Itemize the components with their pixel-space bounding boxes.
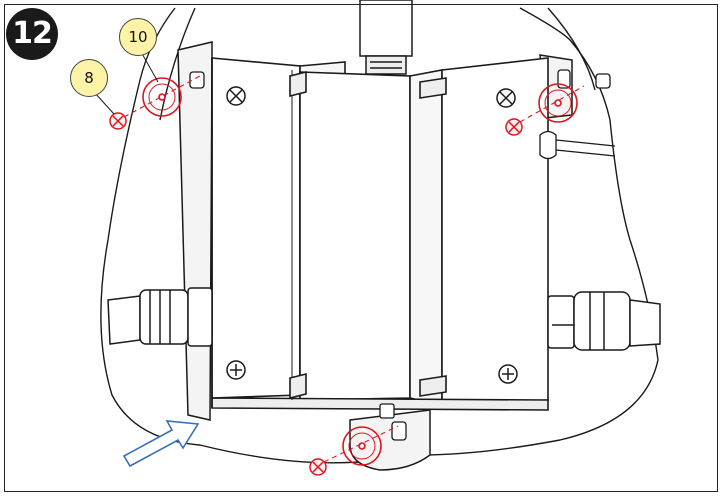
screw-icon: [505, 118, 523, 136]
studs: [189, 69, 611, 441]
washer-icon: [342, 426, 382, 466]
direction-arrow-icon: [122, 420, 200, 468]
red-screws: [109, 112, 523, 476]
screw-icon: [226, 86, 246, 106]
shaft: [359, 0, 413, 75]
cable-right: [547, 291, 661, 351]
stand-outline: [100, 7, 659, 464]
box-screws: [226, 86, 518, 384]
alignment-lines: [123, 75, 585, 463]
screw-icon: [496, 88, 516, 108]
highlight-hardware: [142, 77, 578, 466]
step-number-badge: 12: [6, 8, 58, 60]
part-callout-8: 8: [70, 59, 108, 97]
enclosure-box: [211, 57, 549, 411]
screw-icon: [109, 112, 127, 130]
screw-icon: [309, 458, 327, 476]
wire-right: [555, 139, 616, 157]
cable-left: [107, 287, 213, 347]
washer-icon: [538, 83, 578, 123]
screw-icon: [498, 364, 518, 384]
washer-icon: [142, 77, 182, 117]
part-callout-10: 10: [119, 18, 157, 56]
screw-icon: [226, 360, 246, 380]
